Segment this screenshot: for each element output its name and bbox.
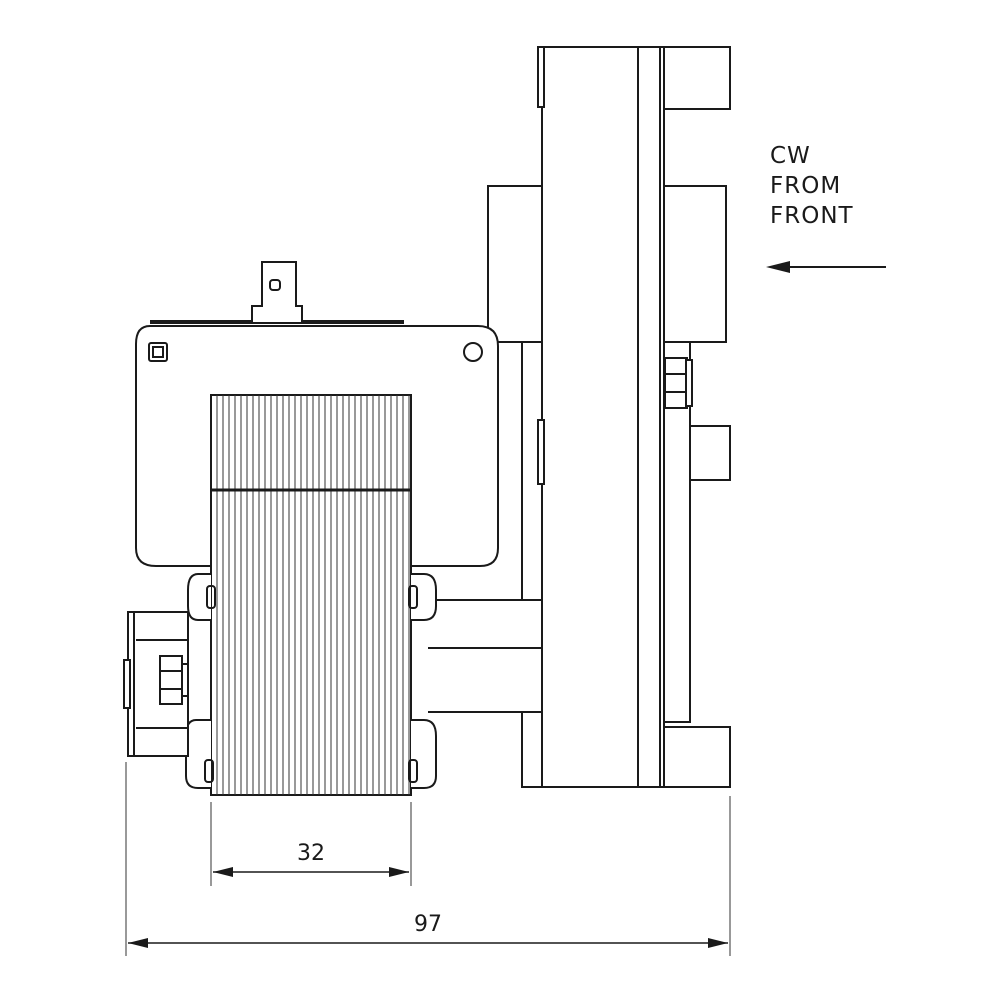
gearbox-left-tab [537, 46, 545, 108]
output-shaft-boss [685, 425, 731, 481]
dim-arrow-right [389, 867, 409, 877]
gearbox-rear-plate [541, 46, 639, 788]
front-nut [664, 357, 688, 409]
gearbox-top-block [663, 46, 731, 110]
dim-arrow-left [213, 867, 233, 877]
dimension-97-label: 97 [414, 912, 442, 937]
dim-arrow-right [708, 938, 728, 948]
rotation-note: CW FROM FRONT [766, 143, 886, 273]
dim-arrow-left [128, 938, 148, 948]
rotation-note-line2: FROM [770, 173, 841, 199]
dimension-32-label: 32 [297, 841, 325, 866]
rear-nut [159, 655, 183, 705]
motor-stator [210, 394, 412, 796]
gearbox [537, 46, 731, 788]
gearbox-bottom-block [663, 726, 731, 788]
motor-flange [428, 185, 545, 788]
extension-lines [125, 762, 731, 956]
rotation-note-line3: FRONT [770, 203, 854, 229]
rotation-arrow-icon [766, 261, 790, 273]
gearbox-front-block [663, 185, 727, 343]
dimension-fin-width: 32 [213, 841, 409, 877]
terminal-round-hole [463, 342, 483, 362]
spade-terminal [251, 261, 303, 322]
rotation-note-line1: CW [770, 143, 811, 169]
terminal-square-hole [148, 342, 168, 362]
rear-bearing [123, 611, 189, 757]
stator-lugs [185, 573, 437, 789]
dimension-overall-length: 97 [128, 912, 728, 948]
